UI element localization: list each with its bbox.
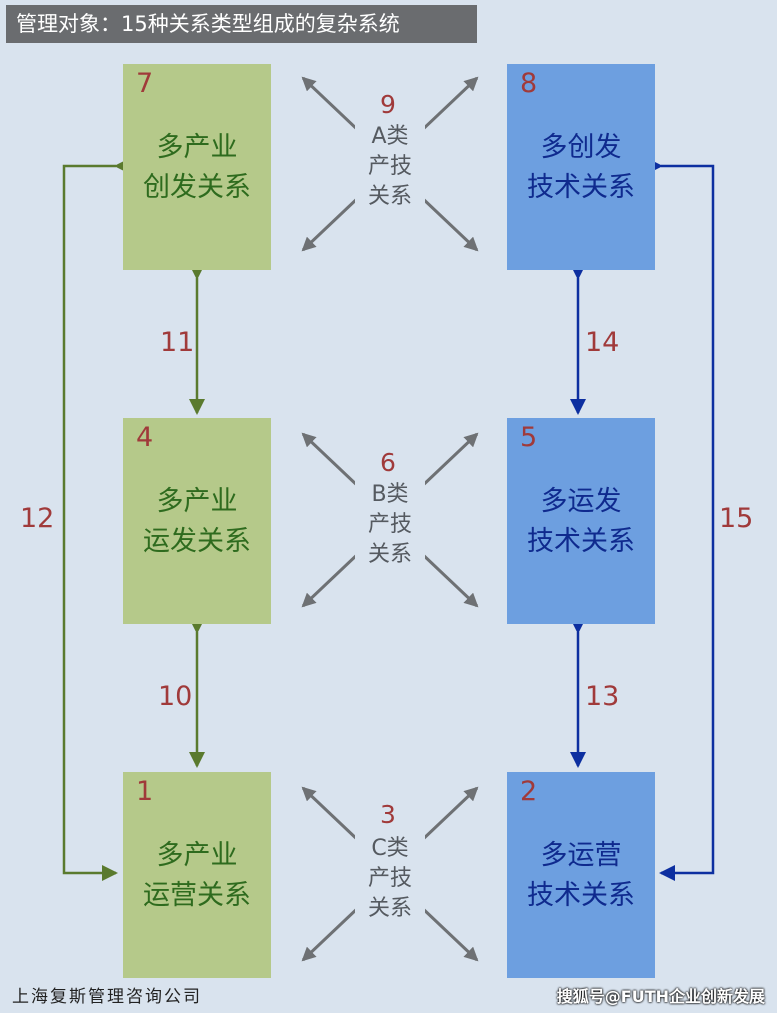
- link-number-12: 12: [20, 503, 55, 534]
- arrow-12: [62, 158, 130, 881]
- box-8: 8 多创发 技术关系: [507, 64, 655, 270]
- box-5-number: 5: [520, 422, 538, 453]
- box-5-label: 多运发 技术关系: [527, 486, 635, 557]
- arrow-15: [647, 158, 715, 881]
- cross-top-number: 9: [380, 90, 396, 119]
- cross-top-label: A类 产技 关系: [355, 122, 425, 212]
- cross-top-sw: [301, 194, 362, 252]
- link-number-10: 10: [158, 681, 193, 712]
- cross-bot-label: C类 产技 关系: [355, 834, 425, 924]
- cross-bot-nw: [301, 786, 362, 844]
- cross-bot-sw: [301, 904, 362, 962]
- cross-mid-se: [418, 550, 479, 608]
- cross-mid-sw: [301, 550, 362, 608]
- box-2-label: 多运营 技术关系: [527, 840, 635, 911]
- box-1: 1 多产业 运营关系: [123, 772, 271, 978]
- box-1-label: 多产业 运营关系: [143, 840, 251, 911]
- cross-bot-number: 3: [380, 800, 396, 829]
- link-number-15: 15: [719, 503, 754, 534]
- box-4: 4 多产业 运发关系: [123, 418, 271, 624]
- box-7-label: 多产业 创发关系: [143, 132, 251, 203]
- box-2: 2 多运营 技术关系: [507, 772, 655, 978]
- box-8-number: 8: [520, 68, 538, 99]
- cross-top-nw: [301, 76, 362, 134]
- cross-mid-nw: [301, 432, 362, 490]
- diagram-title: 管理对象：15种关系类型组成的复杂系统: [6, 5, 477, 43]
- link-number-11: 11: [160, 327, 195, 358]
- cross-top-ne: [418, 76, 479, 134]
- link-number-13: 13: [585, 681, 620, 712]
- box-2-number: 2: [520, 776, 538, 807]
- box-4-number: 4: [136, 422, 154, 453]
- box-7: 7 多产业 创发关系: [123, 64, 271, 270]
- box-8-label: 多创发 技术关系: [527, 132, 635, 203]
- cross-mid-label: B类 产技 关系: [355, 480, 425, 570]
- box-7-number: 7: [136, 68, 154, 99]
- cross-mid-ne: [418, 432, 479, 490]
- footer-company: 上海复斯管理咨询公司: [12, 987, 202, 1007]
- footer-watermark: 搜狐号@FUTH企业创新发展: [556, 987, 765, 1006]
- box-5: 5 多运发 技术关系: [507, 418, 655, 624]
- cross-mid-number: 6: [380, 448, 396, 477]
- link-number-14: 14: [585, 327, 620, 358]
- cross-top-se: [418, 194, 479, 252]
- box-4-label: 多产业 运发关系: [143, 486, 251, 557]
- cross-bot-se: [418, 904, 479, 962]
- cross-bot-ne: [418, 786, 479, 844]
- box-1-number: 1: [136, 776, 154, 807]
